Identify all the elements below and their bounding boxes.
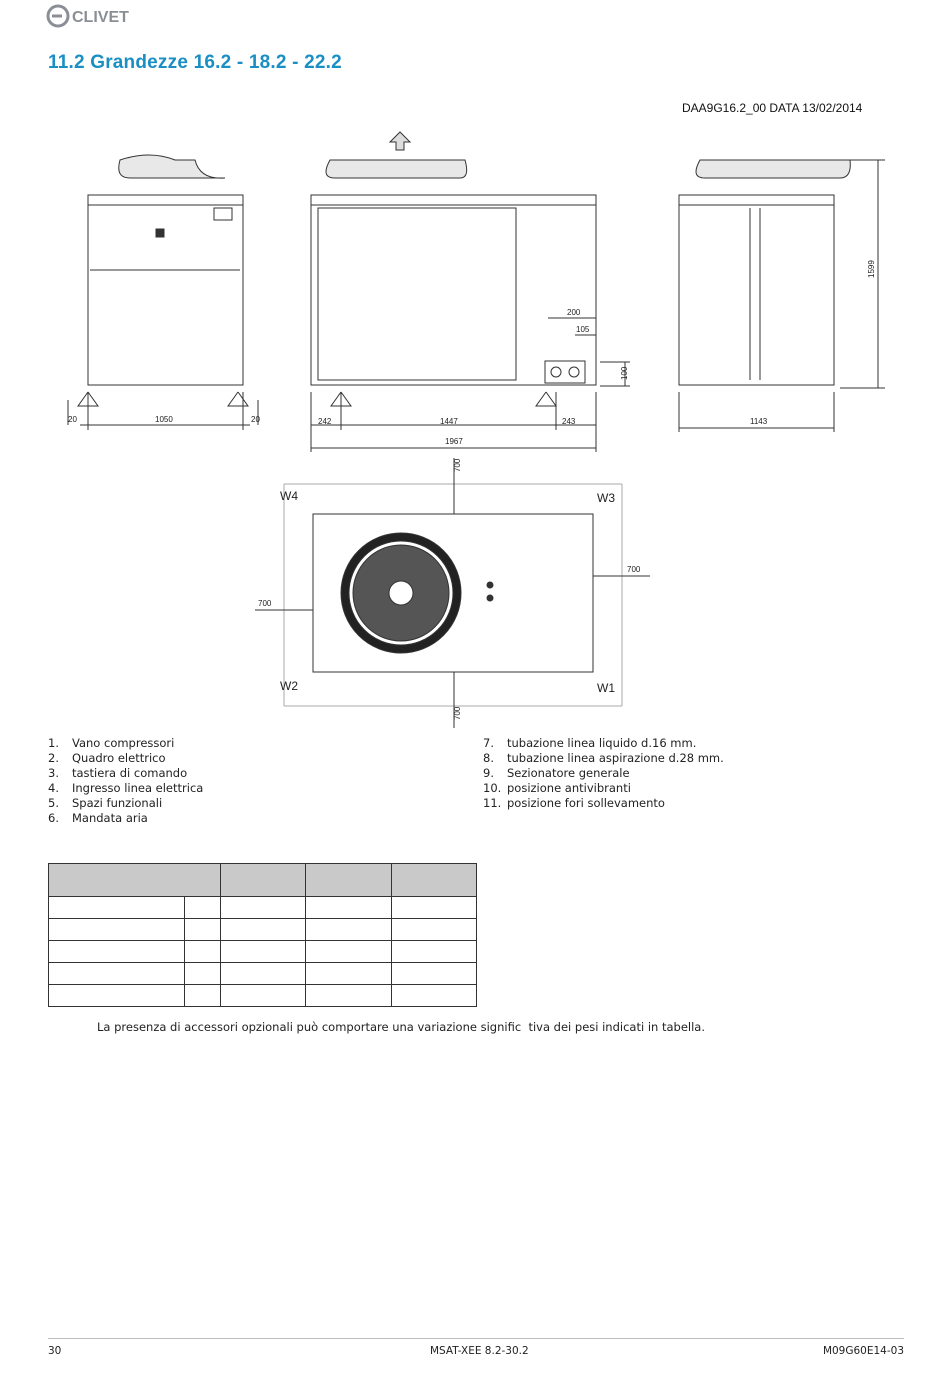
- legend-item: 6.Mandata aria: [48, 811, 148, 825]
- svg-text:20: 20: [251, 415, 260, 424]
- svg-text:105: 105: [576, 325, 590, 334]
- document-model: MSAT-XEE 8.2-30.2: [430, 1345, 529, 1357]
- svg-text:1967: 1967: [445, 437, 463, 446]
- svg-text:100: 100: [620, 366, 629, 380]
- svg-text:1143: 1143: [750, 417, 768, 426]
- legend-item: 11.posizione fori sollevamento: [483, 796, 665, 810]
- svg-text:1447: 1447: [440, 417, 458, 426]
- front-view: [310, 131, 630, 452]
- svg-text:200: 200: [567, 308, 581, 317]
- legend-item: 3.tastiera di comando: [48, 766, 188, 780]
- footer-divider: [48, 1338, 904, 1339]
- svg-text:20: 20: [68, 415, 77, 424]
- table-row: [48, 962, 477, 985]
- legend-item: 7.tubazione linea liquido d.16 mm.: [483, 736, 697, 750]
- legend-item: 5.Spazi funzionali: [48, 796, 163, 810]
- svg-text:W2: W2: [280, 679, 298, 693]
- side-view: [678, 159, 885, 432]
- svg-text:700: 700: [453, 706, 462, 720]
- legend-left: 1.Vano compressori 2.Quadro elettrico 3.…: [48, 736, 203, 826]
- svg-text:W4: W4: [280, 489, 298, 503]
- legend-item: 9.Sezionatore generale: [483, 766, 630, 780]
- svg-text:700: 700: [453, 458, 462, 472]
- page-number: 30: [48, 1345, 62, 1357]
- clivet-logo: CLIVET: [46, 4, 156, 28]
- table-row: [48, 984, 477, 1007]
- svg-text:700: 700: [258, 599, 272, 608]
- table-row: [48, 896, 477, 919]
- svg-text:700: 700: [627, 565, 641, 574]
- legend-right: 7.tubazione linea liquido d.16 mm. 8.tub…: [483, 736, 724, 811]
- legend-item: 1.Vano compressori: [48, 736, 175, 750]
- drawing-id: DAA9G16.2_00 DATA 13/02/2014: [682, 101, 863, 115]
- svg-text:W1: W1: [597, 681, 615, 695]
- left-view: [67, 154, 259, 430]
- table-header-row: [48, 863, 477, 897]
- legend-item: 2.Quadro elettrico: [48, 751, 166, 765]
- svg-text:243: 243: [562, 417, 576, 426]
- document-code: M09G60E14-03: [822, 1345, 904, 1357]
- svg-text:1599: 1599: [867, 260, 876, 278]
- table-row: [48, 918, 477, 941]
- svg-text:1050: 1050: [155, 415, 173, 424]
- legend-item: 8.tubazione linea aspirazione d.28 mm.: [483, 751, 724, 765]
- svg-text:W3: W3: [597, 491, 615, 505]
- logo-text: CLIVET: [72, 9, 129, 26]
- table-note: La presenza di accessori opzionali può c…: [97, 1020, 705, 1034]
- svg-text:242: 242: [318, 417, 332, 426]
- legend-item: 10.posizione antivibranti: [483, 781, 631, 795]
- table-row: [48, 940, 477, 963]
- legend-item: 4.Ingresso linea elettrica: [48, 781, 204, 795]
- section-heading: 11.2 Grandezze 16.2 - 18.2 - 22.2: [48, 52, 342, 73]
- plan-view: [255, 458, 650, 728]
- dimensional-drawing: 1599 1050 20 20 242 1447 243 1967 200 10…: [40, 120, 910, 740]
- weights-table: [48, 863, 477, 1007]
